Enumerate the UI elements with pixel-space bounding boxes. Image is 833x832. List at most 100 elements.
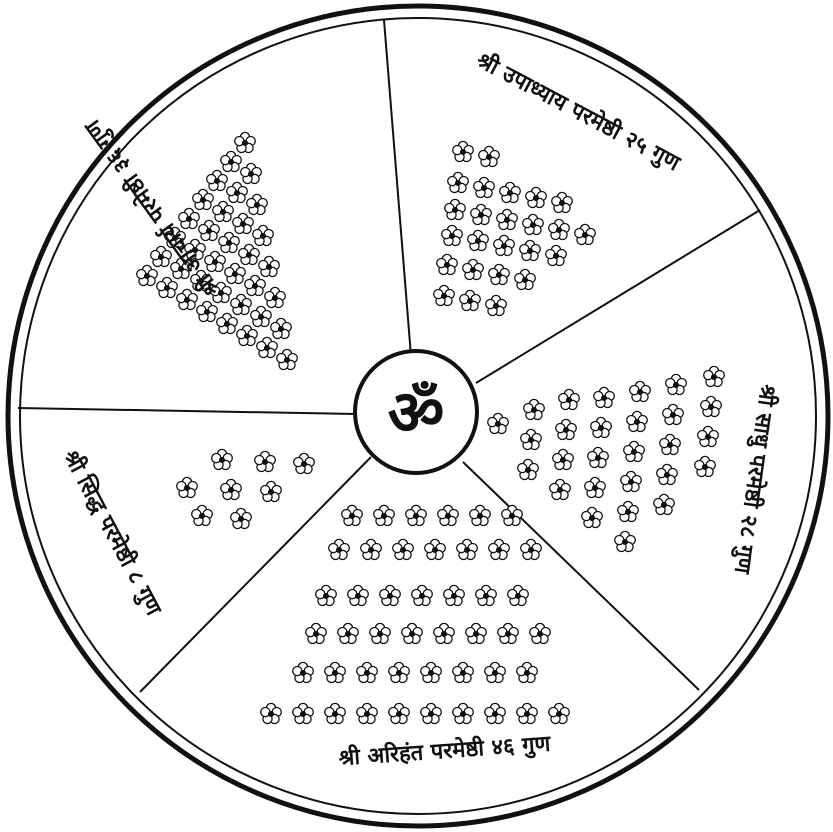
flower-icon [582,507,603,527]
flower-icon [221,151,242,171]
flower-icon [265,287,286,307]
flower-icon [357,662,378,682]
sadhu-flowers [488,366,725,551]
flower-icon [357,703,378,723]
flower-icon [425,539,446,559]
flower-icon [585,477,606,497]
flower-icon [575,224,596,244]
flower-icon [615,531,636,551]
flower-icon [406,505,427,525]
flower-icon [207,170,228,190]
flower-icon [453,662,474,682]
flower-icon [380,585,401,605]
flower-icon [225,263,246,283]
flower-icon [444,585,465,605]
flower-icon [485,662,506,682]
flower-icon [524,399,545,419]
flower-icon [193,189,214,209]
flower-icon [546,245,567,265]
flower-icon [277,349,298,369]
flower-icon [197,301,218,321]
divider-line [384,20,411,356]
arihant-label: श्री अरिहंत परमेष्ठी ४६ गुण [338,730,553,773]
flower-icon [442,225,463,245]
flower-icon [463,259,484,279]
flower-icon [627,411,648,431]
upadhyay-label: श्री उपाध्याय परमेष्ठी २५ गुण [472,46,686,177]
flower-icon [695,456,716,476]
flower-icon [559,389,580,409]
divider-line [140,457,371,692]
flower-icon [549,703,570,723]
flower-icon [552,192,573,212]
flower-icon [421,703,442,723]
flower-icon [177,289,198,309]
flower-icon [316,585,337,605]
flower-icon [255,451,276,471]
flower-icon [498,623,519,643]
flower-icon [374,505,395,525]
flower-icon [521,539,542,559]
flower-icon [704,366,725,386]
flower-icon [329,539,350,559]
flower-icon [523,214,544,234]
acharya-flowers [137,132,298,369]
flower-icon [550,479,571,499]
flower-icon [497,209,518,229]
flower-icon [325,662,346,682]
flower-icon [213,201,234,221]
flower-icon [212,449,233,469]
flower-icon [221,479,242,499]
flower-icon [179,208,200,228]
flower-icon [460,290,481,310]
flower-icon [618,501,639,521]
flower-icon [476,585,497,605]
flower-icon [594,387,615,407]
flower-icon [517,662,538,682]
flower-icon [434,623,455,643]
flower-icon [434,285,455,305]
flower-icon [247,194,268,214]
flower-icon [412,585,433,605]
flower-icon [293,662,314,682]
flower-icon [241,163,262,183]
flower-icon [479,146,500,166]
flower-icon [219,232,240,252]
sadhu-label: श्री साधु परमेष्ठी २८ गुण [728,383,782,577]
flower-icon [494,235,515,255]
flower-icon [457,539,478,559]
flower-icon [698,426,719,446]
flower-icon [556,419,577,439]
flower-icon [393,539,414,559]
flower-icon [489,264,510,284]
flower-icon [588,447,609,467]
flower-icon [342,505,363,525]
flower-icon [466,623,487,643]
flower-icon [231,294,252,314]
flower-icon [192,505,213,525]
flower-icon [621,471,642,491]
flower-icon [306,623,327,643]
flower-icon [657,464,678,484]
flower-icon [293,703,314,723]
flower-icon [199,220,220,240]
flower-icon [500,182,521,202]
flower-icon [389,703,410,723]
flower-icon [630,381,651,401]
flower-icon [233,213,254,233]
om-symbol: ॐ [388,376,445,449]
flower-icon [253,225,274,245]
flower-icon [402,623,423,643]
flower-icon [261,703,282,723]
flower-icon [489,539,510,559]
flower-icon [235,132,256,152]
flower-icon [421,662,442,682]
divider-line [18,408,357,414]
flower-icon [521,429,542,449]
flower-icon [137,265,158,285]
flower-icon [294,453,315,473]
flower-icon [217,313,238,333]
flower-icon [485,703,506,723]
flower-icon [438,505,459,525]
flower-icon [227,182,248,202]
